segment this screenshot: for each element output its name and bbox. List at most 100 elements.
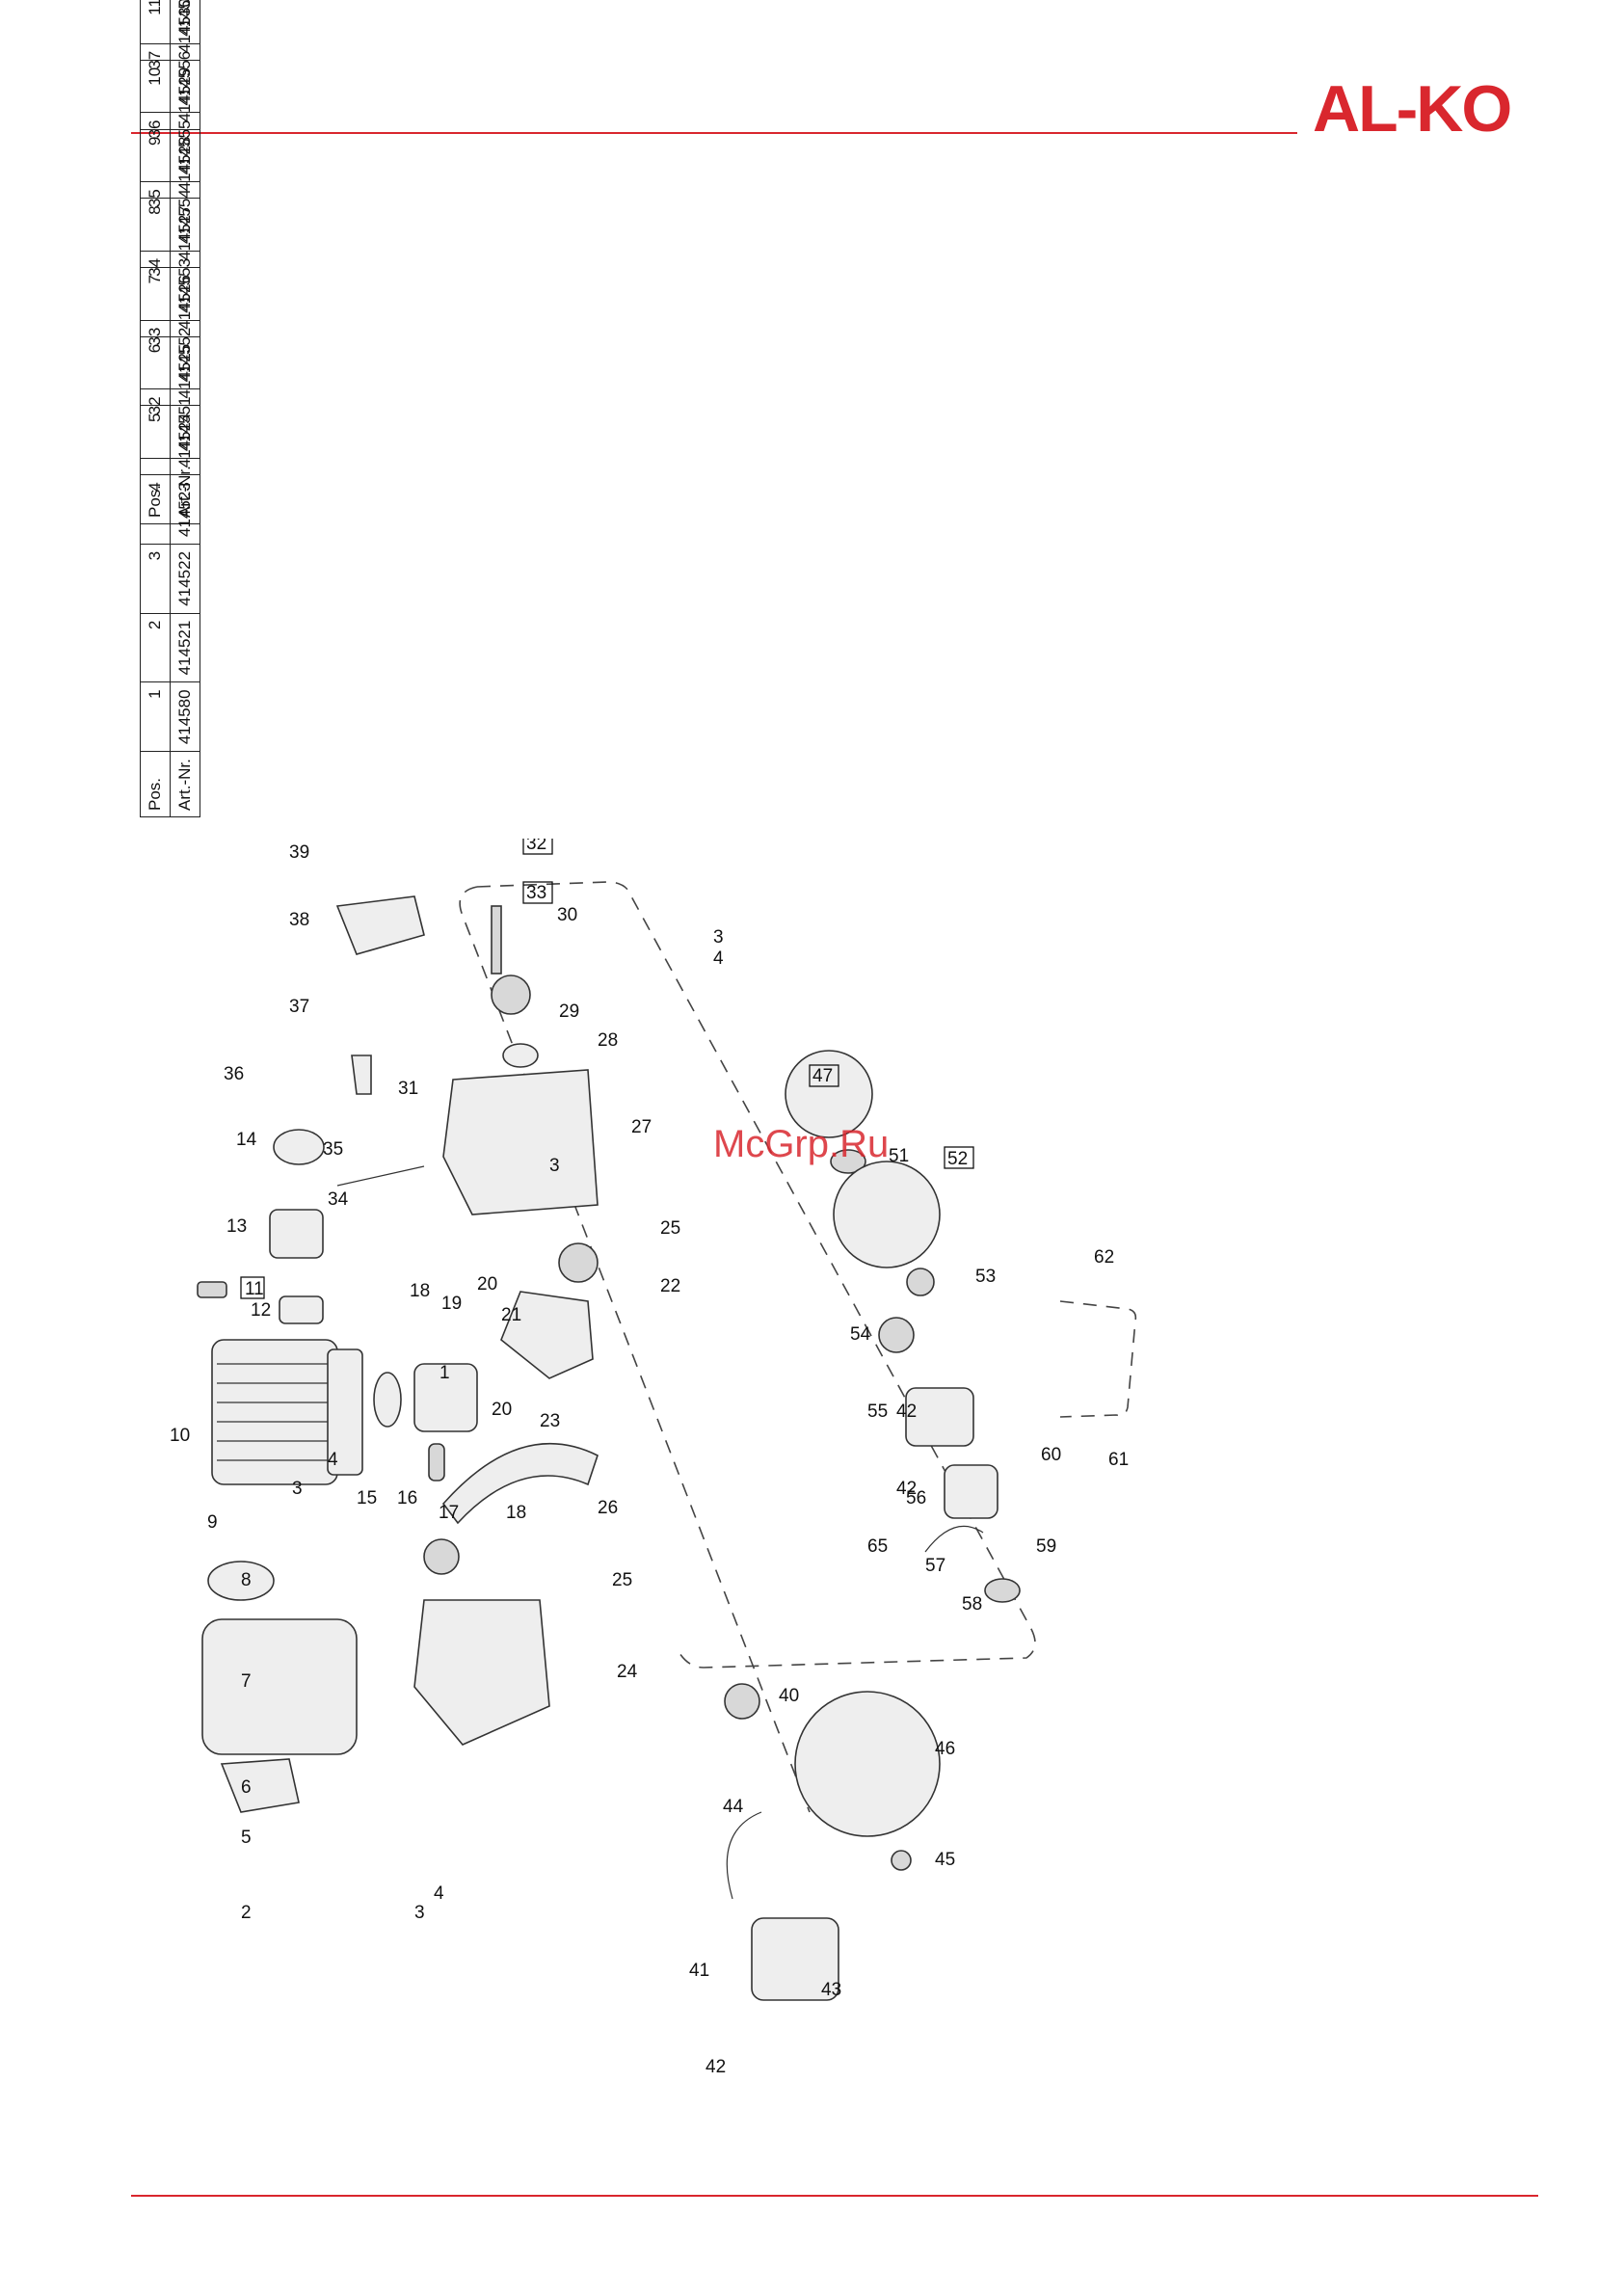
- callout-35: 35: [323, 1139, 343, 1160]
- gasket-15: [327, 1348, 363, 1476]
- crankcase-24: [413, 1599, 550, 1746]
- table-cell-pos: 2: [140, 613, 171, 682]
- callout-51: 51: [889, 1146, 909, 1166]
- circlip-28: [502, 1043, 539, 1068]
- gasket-55: [905, 1387, 974, 1447]
- callout-40: 40: [779, 1686, 799, 1706]
- header-rule: [131, 132, 1297, 134]
- table-cell-art: 414530: [170, 0, 200, 61]
- ignition-coil-41: [751, 1917, 839, 2001]
- washer-58: [984, 1578, 1021, 1603]
- callout-25a: 25: [660, 1218, 680, 1239]
- chain-guide-plate-38: [335, 895, 425, 955]
- callout-42a: 42: [896, 1402, 917, 1422]
- callout-27: 27: [631, 1117, 652, 1137]
- callout-9: 9: [207, 1512, 218, 1533]
- callout-15: 15: [357, 1488, 377, 1508]
- callout-54: 54: [850, 1324, 871, 1345]
- callout-4b: 4: [713, 948, 724, 969]
- callout-53: 53: [975, 1267, 996, 1287]
- callout-11: 11: [245, 1279, 264, 1299]
- spark-plug: [197, 1281, 227, 1298]
- footer-rule: [131, 2195, 1538, 2197]
- callout-6: 6: [241, 1777, 252, 1798]
- table-cell-art: 414529: [170, 60, 200, 130]
- callout-37: 37: [289, 997, 309, 1017]
- callout-3c: 3: [713, 927, 724, 948]
- piston-pin-17: [428, 1443, 445, 1482]
- callout-4c: 4: [434, 1883, 444, 1904]
- callout-43: 43: [821, 1980, 841, 2000]
- table-cell-pos: 3: [140, 544, 171, 614]
- callout-56: 56: [906, 1488, 926, 1508]
- callout-28: 28: [598, 1030, 618, 1051]
- callout-42b: 42: [896, 1479, 917, 1499]
- callout-17: 17: [439, 1503, 459, 1523]
- callout-8: 8: [241, 1570, 252, 1590]
- callout-46: 46: [935, 1739, 955, 1759]
- callout-55: 55: [867, 1402, 888, 1422]
- cylinder: [211, 1339, 338, 1485]
- bearing-25: [558, 1242, 599, 1283]
- spring-34: [336, 1165, 425, 1187]
- callout-3a: 3: [292, 1479, 303, 1499]
- exploded-parts-drawing: 1 2 3 3 3 3 4 4 4 5 6 7 8 9 10 11 12 13 …: [170, 839, 1137, 2077]
- table-cell-pos: 6: [140, 336, 171, 406]
- callout-20b: 20: [492, 1400, 512, 1420]
- piston-19: [413, 1363, 478, 1432]
- table-cell-art: 414527: [170, 198, 200, 268]
- crankshaft-22: [500, 1291, 594, 1379]
- callout-61: 61: [1108, 1450, 1129, 1470]
- seal-29: [491, 974, 531, 1015]
- table-cell-pos: 7: [140, 267, 171, 337]
- callout-42c: 42: [706, 2057, 726, 2077]
- parts-table-right: Pos.323334353637383940414243444546475152…: [140, 0, 1071, 524]
- crankcase-27: [442, 1069, 599, 1215]
- callout-20a: 20: [477, 1274, 497, 1295]
- group-62-outline: [1059, 1300, 1137, 1418]
- callout-10: 10: [170, 1426, 190, 1446]
- sprocket-52: [833, 1161, 941, 1268]
- callout-32: 32: [526, 839, 546, 854]
- carburetor-56: [944, 1464, 998, 1519]
- callout-1: 1: [439, 1363, 450, 1383]
- washer-51: [830, 1149, 866, 1174]
- svg-text:AL-KO: AL-KO: [1313, 75, 1510, 143]
- table-cell-art: 414524: [170, 405, 200, 475]
- callout-44: 44: [723, 1797, 744, 1817]
- callout-31: 31: [398, 1079, 418, 1099]
- gasket-12: [279, 1295, 324, 1324]
- callout-30: 30: [557, 905, 577, 925]
- table-cell-pos: 9: [140, 129, 171, 199]
- intake-flange-13: [269, 1209, 324, 1259]
- callout-38: 38: [289, 910, 309, 930]
- gasket-8: [207, 1561, 275, 1601]
- fuel-hose-57: [924, 1525, 984, 1553]
- callout-62: 62: [1094, 1247, 1114, 1268]
- table_left-header-art: Art.-Nr.: [170, 751, 200, 817]
- callout-34: 34: [328, 1189, 349, 1210]
- flywheel-46: [794, 1691, 941, 1837]
- bearing-40: [724, 1683, 760, 1720]
- table_left-header-pos: Pos.: [140, 751, 171, 817]
- table-cell-art: 414580: [170, 681, 200, 752]
- callout-29: 29: [559, 1001, 579, 1022]
- callout-3b: 3: [549, 1156, 560, 1176]
- callout-24: 24: [617, 1662, 638, 1682]
- parts-table-left: Pos.123456789101112131415161718192021222…: [140, 0, 1129, 817]
- callout-4a: 4: [328, 1450, 338, 1470]
- callout-58: 58: [962, 1594, 982, 1615]
- needle-bearing-53: [906, 1268, 935, 1296]
- callout-41: 41: [689, 1961, 709, 1981]
- assembly-outline-upper: [476, 881, 1036, 1669]
- table-cell-pos: 5: [140, 405, 171, 475]
- washer-54: [878, 1317, 915, 1353]
- callout-16: 16: [397, 1488, 417, 1508]
- bearing-25-lower: [423, 1538, 460, 1575]
- bracket-36: [351, 1055, 372, 1095]
- callout-59: 59: [1036, 1536, 1056, 1557]
- tensioner-screw-30: [491, 905, 502, 974]
- callout-39: 39: [289, 842, 309, 863]
- callout-13: 13: [226, 1216, 247, 1237]
- table-cell-pos: 10: [140, 60, 171, 130]
